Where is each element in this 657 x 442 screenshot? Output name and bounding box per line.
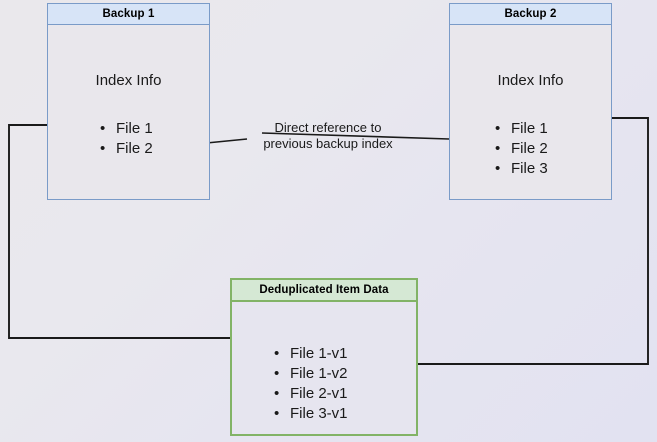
node-deduplicated-item-data[interactable]: Deduplicated Item Data File 1-v1 File 1-… bbox=[230, 278, 418, 436]
node-deduplicated-file-list: File 1-v1 File 1-v2 File 2-v1 File 3-v1 bbox=[274, 344, 348, 424]
node-deduplicated-header: Deduplicated Item Data bbox=[232, 280, 416, 302]
node-backup-2[interactable]: Backup 2 Index Info File 1 File 2 File 3 bbox=[449, 3, 612, 200]
list-item: File 3 bbox=[495, 159, 548, 179]
node-backup-2-index-label: Index Info bbox=[497, 72, 564, 89]
node-backup-1-index-label: Index Info bbox=[95, 72, 162, 89]
list-item: File 2-v1 bbox=[274, 384, 348, 404]
list-item: File 3-v1 bbox=[274, 404, 348, 424]
node-backup-2-header: Backup 2 bbox=[450, 4, 611, 25]
list-item: File 1 bbox=[100, 119, 153, 139]
list-item: File 1-v2 bbox=[274, 364, 348, 384]
node-deduplicated-body: File 1-v1 File 1-v2 File 2-v1 File 3-v1 bbox=[232, 302, 416, 434]
list-item: File 2 bbox=[100, 139, 153, 159]
node-backup-1-file-list: File 1 File 2 bbox=[100, 119, 153, 159]
list-item: File 1 bbox=[495, 119, 548, 139]
node-backup-2-body: Index Info File 1 File 2 File 3 bbox=[450, 25, 611, 199]
list-item: File 1-v1 bbox=[274, 344, 348, 364]
edge-label-direct-reference: Direct reference to previous backup inde… bbox=[263, 120, 393, 151]
node-backup-2-file-list: File 1 File 2 File 3 bbox=[495, 119, 548, 179]
list-item: File 2 bbox=[495, 139, 548, 159]
node-backup-1-body: Index Info File 1 File 2 bbox=[48, 25, 209, 199]
node-backup-1-header: Backup 1 bbox=[48, 4, 209, 25]
node-backup-1[interactable]: Backup 1 Index Info File 1 File 2 bbox=[47, 3, 210, 200]
